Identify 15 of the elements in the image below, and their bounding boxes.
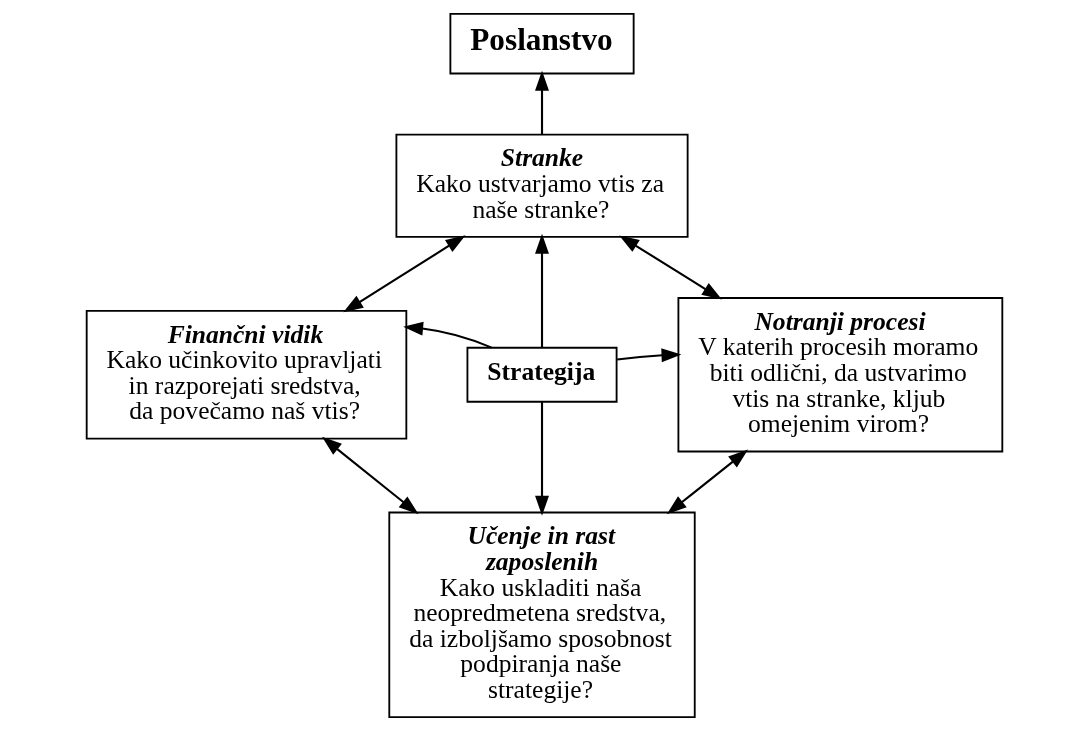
arrow xyxy=(617,348,682,363)
node-box: Poslanstvo xyxy=(449,12,635,75)
arrow xyxy=(535,233,549,348)
node-box: Strategija xyxy=(466,346,618,403)
node-box: Finančni vidik Kako učinkovito upravljati in razporejati sredstva, da povečamo naš vtis? xyxy=(85,309,408,440)
arrow xyxy=(535,402,549,516)
arrow xyxy=(322,436,419,515)
arrow xyxy=(666,449,749,515)
arrow xyxy=(619,235,722,300)
arrow xyxy=(403,321,493,349)
arrow xyxy=(535,70,549,135)
node-box: Učenje in rast zaposlenih Kako uskladiti naša neopredmetena sredstva, da izboljšamo sposobnost podpiranja naše strategije? xyxy=(388,511,696,719)
node-box: Notranji procesi V katerih procesih moramo biti odlični, da ustvarimo vtis na stranke, kljub omejenim virom? xyxy=(677,297,1004,453)
arrow xyxy=(343,235,466,313)
node-box: Stranke Kako ustvarjamo vtis za naše stranke? xyxy=(395,133,689,238)
